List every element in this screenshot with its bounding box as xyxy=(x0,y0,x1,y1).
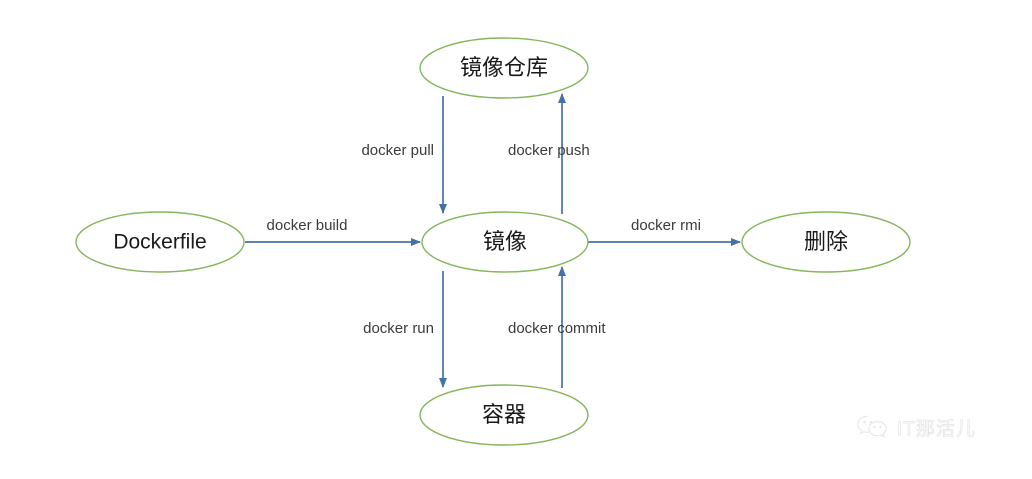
node-container-label: 容器 xyxy=(482,402,526,427)
edge-docker-pull: docker pull xyxy=(361,96,448,215)
edge-docker-run: docker run xyxy=(363,271,448,389)
edge-label-docker-pull: docker pull xyxy=(361,142,434,159)
node-image-shape xyxy=(421,211,589,273)
edge-docker-rmi: docker rmi xyxy=(588,217,742,247)
edge-label-docker-rmi: docker rmi xyxy=(631,217,701,234)
node-delete-label: 删除 xyxy=(804,229,848,254)
edge-docker-push: docker push xyxy=(508,92,590,214)
edge-docker-commit: docker commit xyxy=(508,265,606,388)
node-container[interactable]: 容器 xyxy=(419,384,589,446)
node-registry[interactable]: 镜像仓库 xyxy=(419,37,589,99)
node-delete[interactable]: 删除 xyxy=(741,211,911,273)
edge-docker-build: docker build xyxy=(245,217,422,247)
node-dockerfile-label: Dockerfile xyxy=(113,231,206,254)
watermark: IT那活儿 xyxy=(856,413,976,441)
node-dockerfile[interactable]: Dockerfile xyxy=(75,211,245,273)
edge-label-docker-commit: docker commit xyxy=(508,320,606,337)
node-container-shape xyxy=(419,384,589,446)
watermark-text: IT那活儿 xyxy=(897,418,976,440)
node-image-label: 镜像 xyxy=(483,229,527,254)
node-dockerfile-shape xyxy=(75,211,245,273)
edge-label-docker-run: docker run xyxy=(363,320,434,337)
node-delete-shape xyxy=(741,211,911,273)
node-registry-label: 镜像仓库 xyxy=(460,55,548,80)
edge-label-docker-push: docker push xyxy=(508,142,590,159)
edge-label-docker-build: docker build xyxy=(267,217,348,234)
node-image[interactable]: 镜像 xyxy=(421,211,589,273)
node-registry-shape xyxy=(419,37,589,99)
wechat-logo-icon xyxy=(857,415,887,438)
